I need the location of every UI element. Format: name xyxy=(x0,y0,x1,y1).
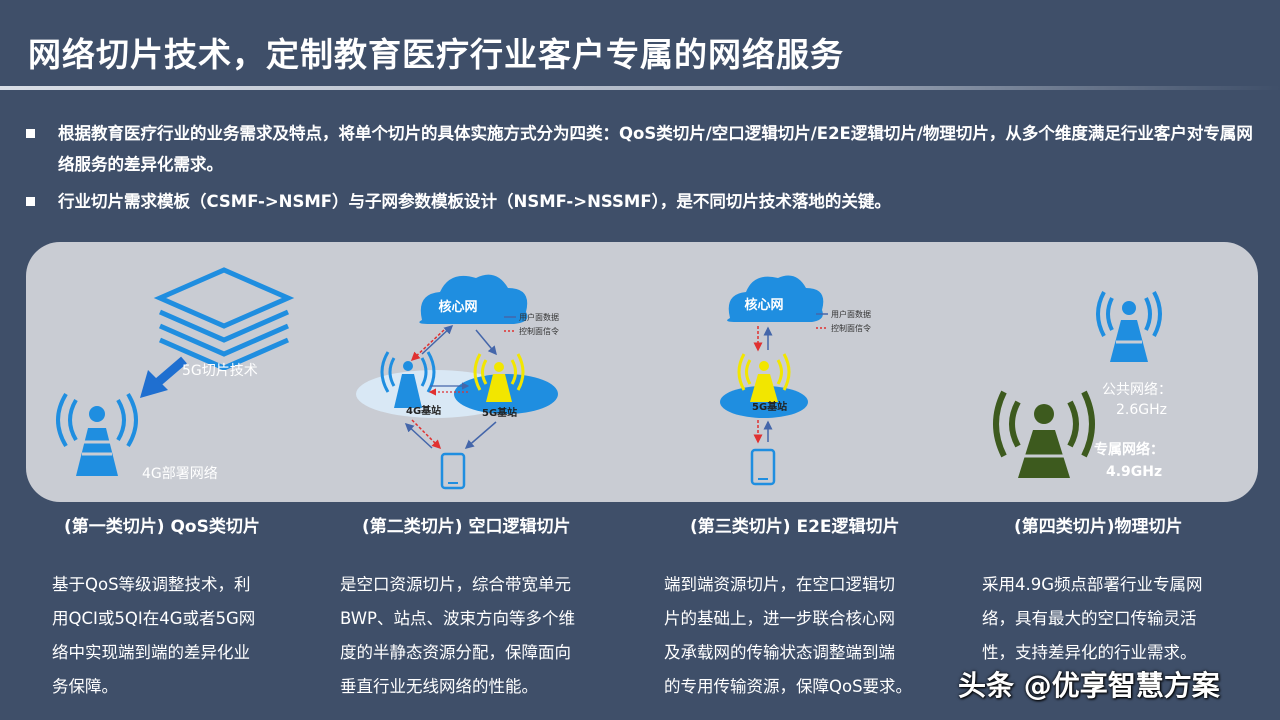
label-4g-station: 4G基站 xyxy=(406,404,441,417)
bullet-list: 根据教育医疗行业的业务需求及特点，将单个切片的具体实施方式分为四类：QoS类切片… xyxy=(22,118,1262,223)
tower-5g-station-icon xyxy=(737,353,791,402)
core-network-cloud-icon xyxy=(419,274,528,324)
tower-5g-station-icon xyxy=(473,353,525,402)
core-network-label: 核心网 xyxy=(744,297,783,313)
description-line: 务保障。 xyxy=(52,677,118,696)
description-line: 用QCI或5QI在4G或者5G网 xyxy=(52,609,256,628)
description-line: 度的半静态资源分配，保障面向 xyxy=(340,643,571,662)
bullet-text: 行业切片需求模板（CSMF->NSMF）与子网参数模板设计（NSMF->NSSM… xyxy=(58,192,891,211)
bullet-text: 根据教育医疗行业的业务需求及特点，将单个切片的具体实施方式分为四类：QoS类切片… xyxy=(58,124,1253,174)
description-line: 是空口资源切片，综合带宽单元 xyxy=(340,575,571,594)
legend-user-plane: 用户面数据 xyxy=(519,312,559,322)
heading-qos-slice: (第一类切片) QoS类切片 xyxy=(64,517,260,537)
heading-e2e-slice: (第三类切片) E2E逻辑切片 xyxy=(690,517,900,537)
description-physical-slice: 采用4.9G频点部署行业专属网 络，具有最大的空口传输灵活 性，支持差异化的行业… xyxy=(982,568,1244,670)
label-5g-slice: 5G切片技术 xyxy=(182,363,258,379)
description-qos-slice: 基于QoS等级调整技术，利 用QCI或5QI在4G或者5G网 络中实现端到端的差… xyxy=(52,568,314,704)
private-network-label: 专属网络： xyxy=(1094,441,1164,458)
description-line: 片的基础上，进一步联合核心网 xyxy=(664,609,895,628)
title-divider xyxy=(0,86,1280,90)
down-left-arrow-icon xyxy=(140,356,187,398)
square-bullet-icon xyxy=(26,129,35,138)
slice-diagram: 5G切片技术 4G部署网络 核心网 用户面数据 控制面信令 xyxy=(56,267,1172,490)
label-5g-station: 5G基站 xyxy=(752,400,787,413)
tower-4g-icon xyxy=(56,392,138,476)
tower-private-icon xyxy=(993,390,1095,478)
legend-control-plane: 控制面信令 xyxy=(519,326,559,336)
label-4g-network: 4G部署网络 xyxy=(142,466,218,482)
square-bullet-icon xyxy=(26,197,35,206)
slice-diagram-panel: 5G切片技术 4G部署网络 核心网 用户面数据 控制面信令 xyxy=(26,242,1258,502)
public-network-label: 公共网络： xyxy=(1102,382,1172,398)
watermark: 头条 @优享智慧方案 xyxy=(958,669,1220,702)
description-line: 基于QoS等级调整技术，利 xyxy=(52,575,251,594)
description-line: 的专用传输资源，保障QoS要求。 xyxy=(664,677,913,696)
private-network-freq: 4.9GHz xyxy=(1106,464,1162,480)
core-network-label: 核心网 xyxy=(438,299,477,315)
description-air-interface-slice: 是空口资源切片，综合带宽单元 BWP、站点、波束方向等多个维 度的半静态资源分配… xyxy=(340,568,630,704)
description-line: 络中实现端到端的差异化业 xyxy=(52,643,250,662)
legend-control-plane: 控制面信令 xyxy=(831,323,871,333)
page-title: 网络切片技术，定制教育医疗行业客户专属的网络服务 xyxy=(28,35,844,74)
description-e2e-slice: 端到端资源切片，在空口逻辑切 片的基础上，进一步联合核心网 及承载网的传输状态调… xyxy=(664,568,954,704)
description-line: BWP、站点、波束方向等多个维 xyxy=(340,609,575,628)
legend-user-plane: 用户面数据 xyxy=(831,309,871,319)
description-line: 络，具有最大的空口传输灵活 xyxy=(982,609,1197,628)
phone-icon xyxy=(750,448,776,486)
tower-public-icon xyxy=(1096,291,1162,362)
core-network-cloud-icon xyxy=(727,275,824,322)
description-line: 端到端资源切片，在空口逻辑切 xyxy=(664,575,895,594)
heading-air-interface-slice: (第二类切片) 空口逻辑切片 xyxy=(362,517,571,537)
description-line: 性，支持差异化的行业需求。 xyxy=(982,643,1197,662)
description-line: 垂直行业无线网络的性能。 xyxy=(340,677,538,696)
bullet-item: 根据教育医疗行业的业务需求及特点，将单个切片的具体实施方式分为四类：QoS类切片… xyxy=(22,118,1262,180)
heading-physical-slice: (第四类切片)物理切片 xyxy=(1014,517,1183,537)
phone-icon xyxy=(440,452,466,490)
layer-stack-icon xyxy=(153,267,295,371)
description-line: 采用4.9G频点部署行业专属网 xyxy=(982,575,1203,594)
bullet-item: 行业切片需求模板（CSMF->NSMF）与子网参数模板设计（NSMF->NSSM… xyxy=(22,186,1262,217)
public-network-freq: 2.6GHz xyxy=(1116,402,1167,418)
description-line: 及承载网的传输状态调整端到端 xyxy=(664,643,895,662)
label-5g-station: 5G基站 xyxy=(482,406,517,419)
